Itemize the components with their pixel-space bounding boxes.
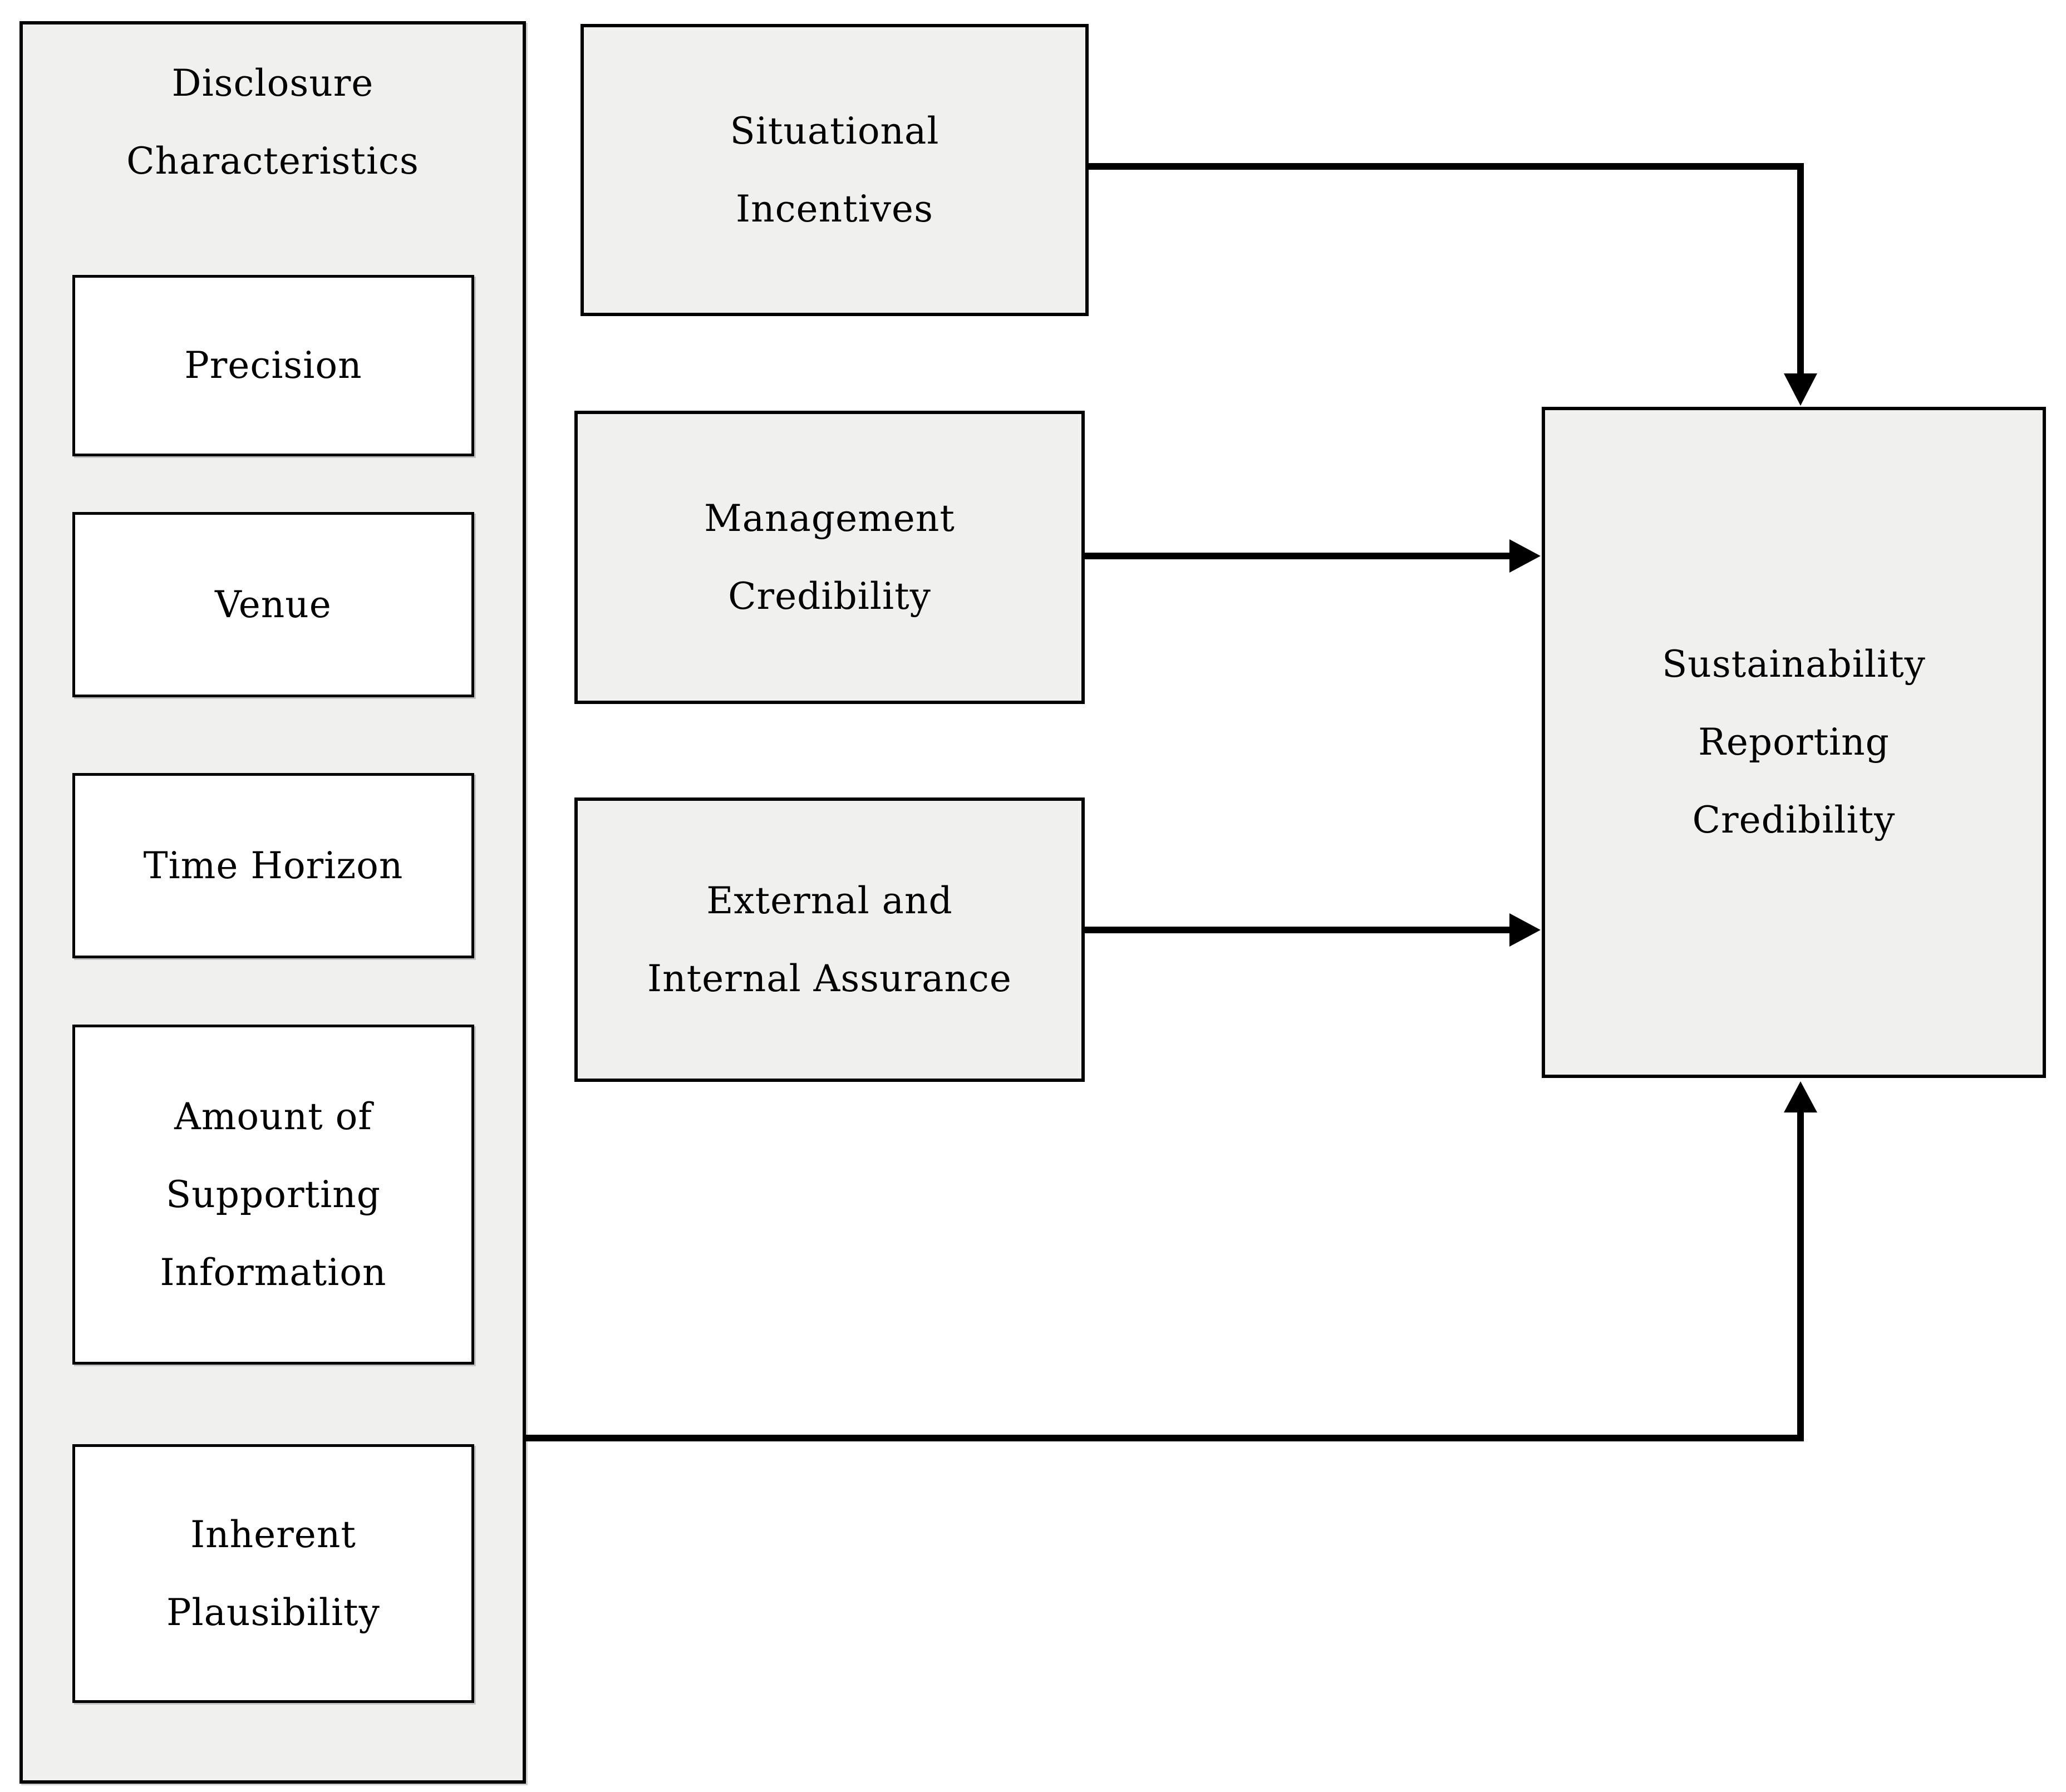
- node-inherent-plausibility: Inherent Plausibility: [72, 1444, 474, 1703]
- inherent-plausibility-label: Inherent Plausibility: [166, 1513, 380, 1634]
- node-situational-incentives: Situational Incentives: [581, 24, 1089, 316]
- situational-incentives-label: Situational Incentives: [730, 109, 939, 230]
- arrow-management-to-sustainability: [1085, 539, 1541, 573]
- external-internal-assurance-label: External and Internal Assurance: [647, 879, 1012, 1000]
- arrow-disclosure-to-sustainability: [526, 1081, 1817, 1441]
- management-credibility-label: Management Credibility: [704, 496, 955, 618]
- precision-label: Precision: [184, 344, 362, 387]
- time-horizon-label: Time Horizon: [143, 844, 404, 887]
- node-venue: Venue: [72, 512, 474, 697]
- arrow-assurance-to-sustainability: [1085, 913, 1541, 947]
- amount-of-supporting-information-label: Amount of Supporting Information: [160, 1095, 387, 1294]
- node-precision: Precision: [72, 275, 474, 456]
- disclosure-characteristics-label: Disclosure Characteristics: [126, 62, 419, 183]
- node-sustainability-reporting-credibility: Sustainability Reporting Credibility: [1542, 407, 2046, 1078]
- node-external-internal-assurance: External and Internal Assurance: [574, 797, 1085, 1082]
- node-amount-of-supporting-information: Amount of Supporting Information: [72, 1025, 474, 1365]
- node-time-horizon: Time Horizon: [72, 773, 474, 958]
- venue-label: Venue: [215, 583, 332, 626]
- node-management-credibility: Management Credibility: [574, 411, 1085, 704]
- sustainability-reporting-credibility-label: Sustainability Reporting Credibility: [1662, 643, 1926, 841]
- node-disclosure-characteristics: Disclosure Characteristics Precision Ven…: [19, 21, 526, 1784]
- arrow-situational-to-sustainability: [1089, 163, 1817, 406]
